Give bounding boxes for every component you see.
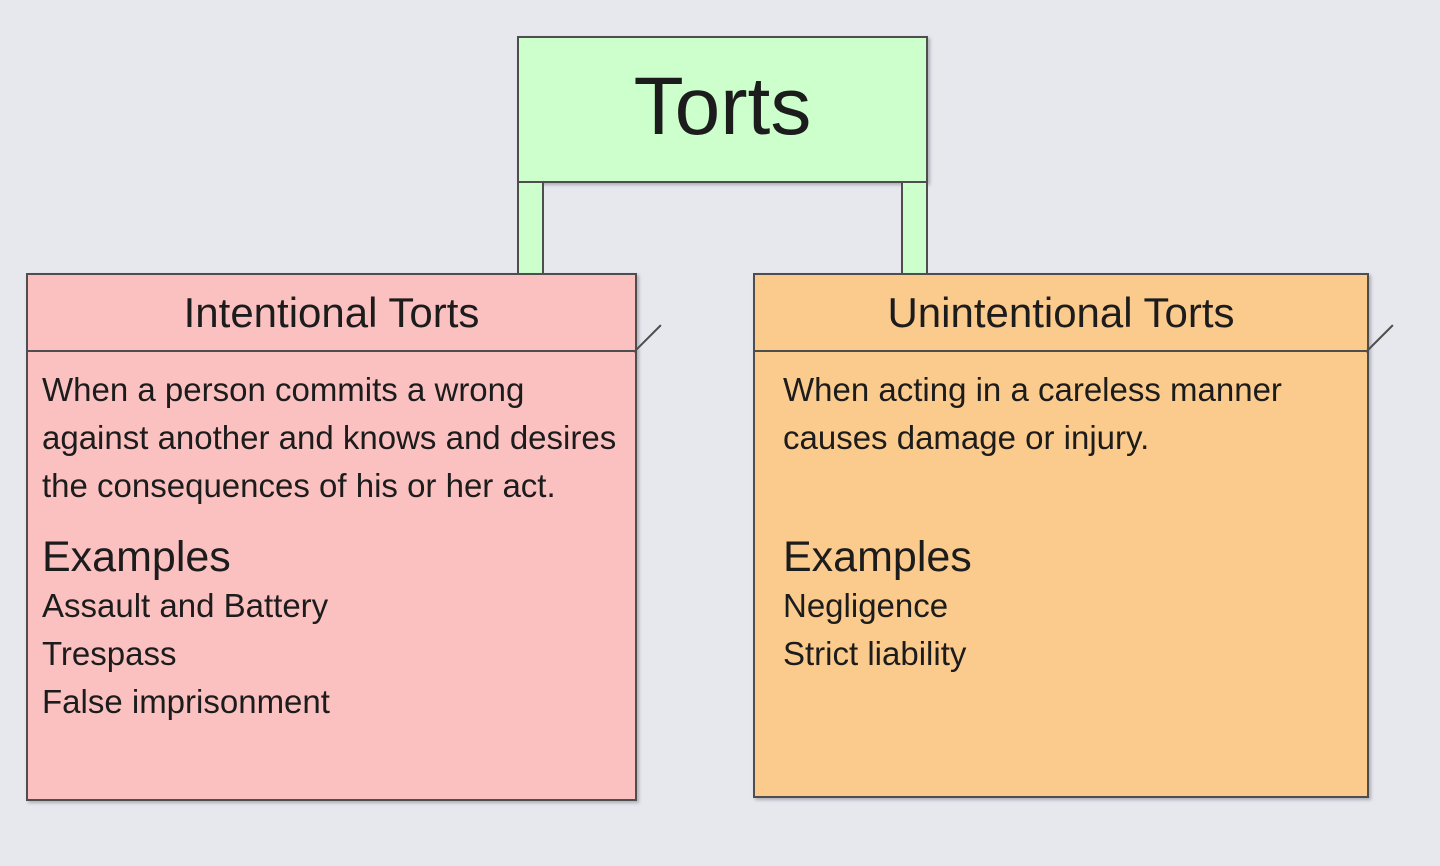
unintentional-torts-description: When acting in a careless manner causes … <box>783 371 1282 456</box>
root-node-label: Torts <box>633 60 812 152</box>
example-item: Strict liability <box>783 635 967 672</box>
unintentional-torts-title: Unintentional Torts <box>755 275 1367 352</box>
intentional-torts-title: Intentional Torts <box>28 275 635 352</box>
connector-right <box>901 183 928 274</box>
intentional-torts-body: When a person commits a wrong against an… <box>28 352 635 726</box>
node-intentional-torts: Intentional Torts When a person commits … <box>26 273 637 801</box>
intentional-torts-description: When a person commits a wrong against an… <box>42 371 617 504</box>
header-divider-tail-left <box>633 324 662 353</box>
example-item: False imprisonment <box>42 683 330 720</box>
intentional-examples-heading: Examples <box>42 533 231 581</box>
node-torts: Torts <box>517 36 928 183</box>
node-unintentional-torts: Unintentional Torts When acting in a car… <box>753 273 1369 798</box>
connector-left <box>517 183 544 274</box>
example-item: Trespass <box>42 635 177 672</box>
example-item: Assault and Battery <box>42 587 329 624</box>
unintentional-examples-heading: Examples <box>783 533 972 581</box>
example-item: Negligence <box>783 587 949 624</box>
header-divider-tail-right <box>1365 324 1394 353</box>
unintentional-torts-body: When acting in a careless manner causes … <box>755 352 1367 678</box>
